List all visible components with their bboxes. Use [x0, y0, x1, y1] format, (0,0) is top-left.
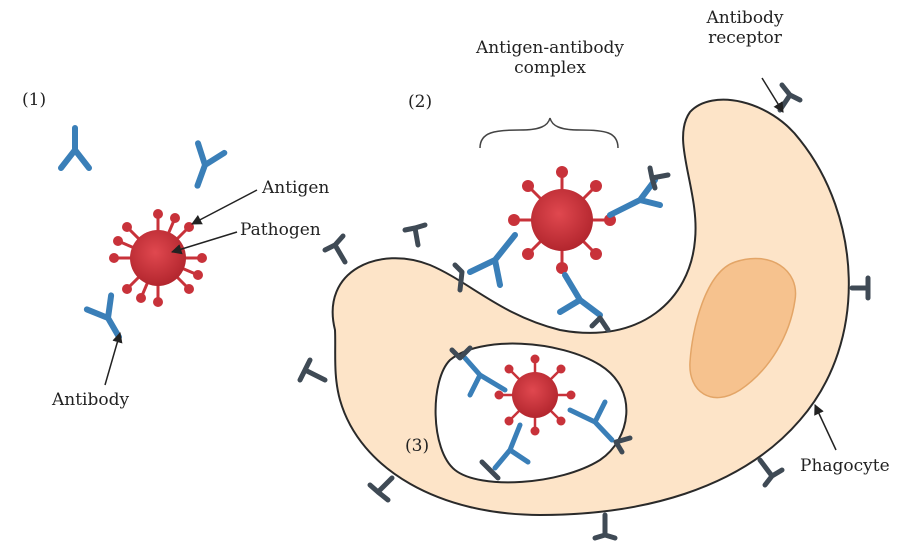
free-antibody: [87, 295, 131, 344]
antibody-label: Antibody: [52, 390, 129, 410]
antibody-pointer: [105, 333, 120, 385]
phagocyte-label: Phagocyte: [800, 456, 890, 476]
receptor-label: Antibody receptor: [690, 8, 800, 49]
free-antibody: [184, 143, 224, 190]
receptor-label-line2: receptor: [690, 28, 800, 48]
antigen-pointer: [192, 190, 257, 224]
ingested-pathogen-virus: [495, 355, 576, 436]
phagocyte-pointer: [815, 405, 836, 450]
step-1-label: (1): [22, 90, 46, 110]
receptor-pointer: [762, 78, 783, 112]
complex-label-line2: complex: [450, 58, 650, 78]
complex-label: Antigen-antibody complex: [450, 38, 650, 79]
antigen-label: Antigen: [262, 178, 329, 198]
complex-brace: [480, 118, 618, 148]
complex-label-line1: Antigen-antibody: [450, 38, 650, 58]
step-3-label: (3): [405, 436, 429, 456]
free-antibody: [61, 128, 89, 168]
receptor-label-line1: Antibody: [690, 8, 800, 28]
pathogen-label: Pathogen: [240, 220, 321, 240]
step-2-label: (2): [408, 92, 432, 112]
bound-pathogen-virus: [508, 166, 616, 274]
